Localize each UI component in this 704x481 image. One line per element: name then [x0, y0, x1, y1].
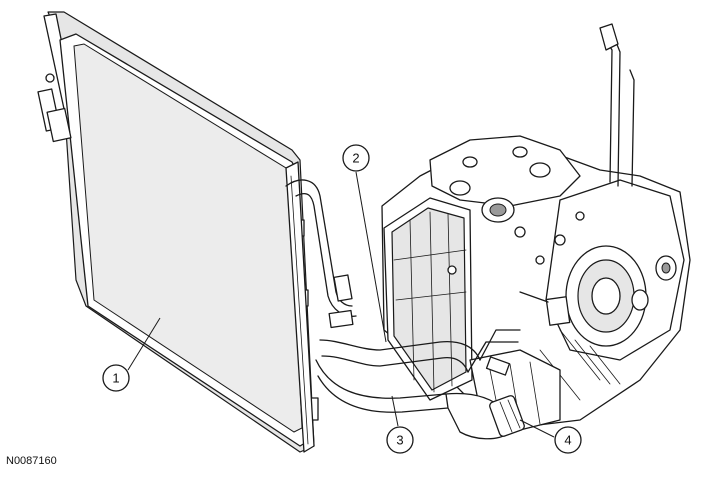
- svg-text:4: 4: [564, 433, 571, 448]
- svg-text:3: 3: [396, 433, 403, 448]
- callout-4: 4: [519, 419, 582, 454]
- callout-3: 3: [386, 395, 414, 454]
- callout-2: 2: [342, 144, 387, 343]
- figure-id: N0087160: [6, 455, 57, 467]
- svg-text:2: 2: [352, 151, 359, 166]
- svg-text:1: 1: [112, 371, 119, 386]
- radiator: [37, 11, 319, 453]
- cooler-lines: [285, 179, 525, 440]
- callout-1: 1: [102, 317, 161, 392]
- transmission: [381, 23, 691, 431]
